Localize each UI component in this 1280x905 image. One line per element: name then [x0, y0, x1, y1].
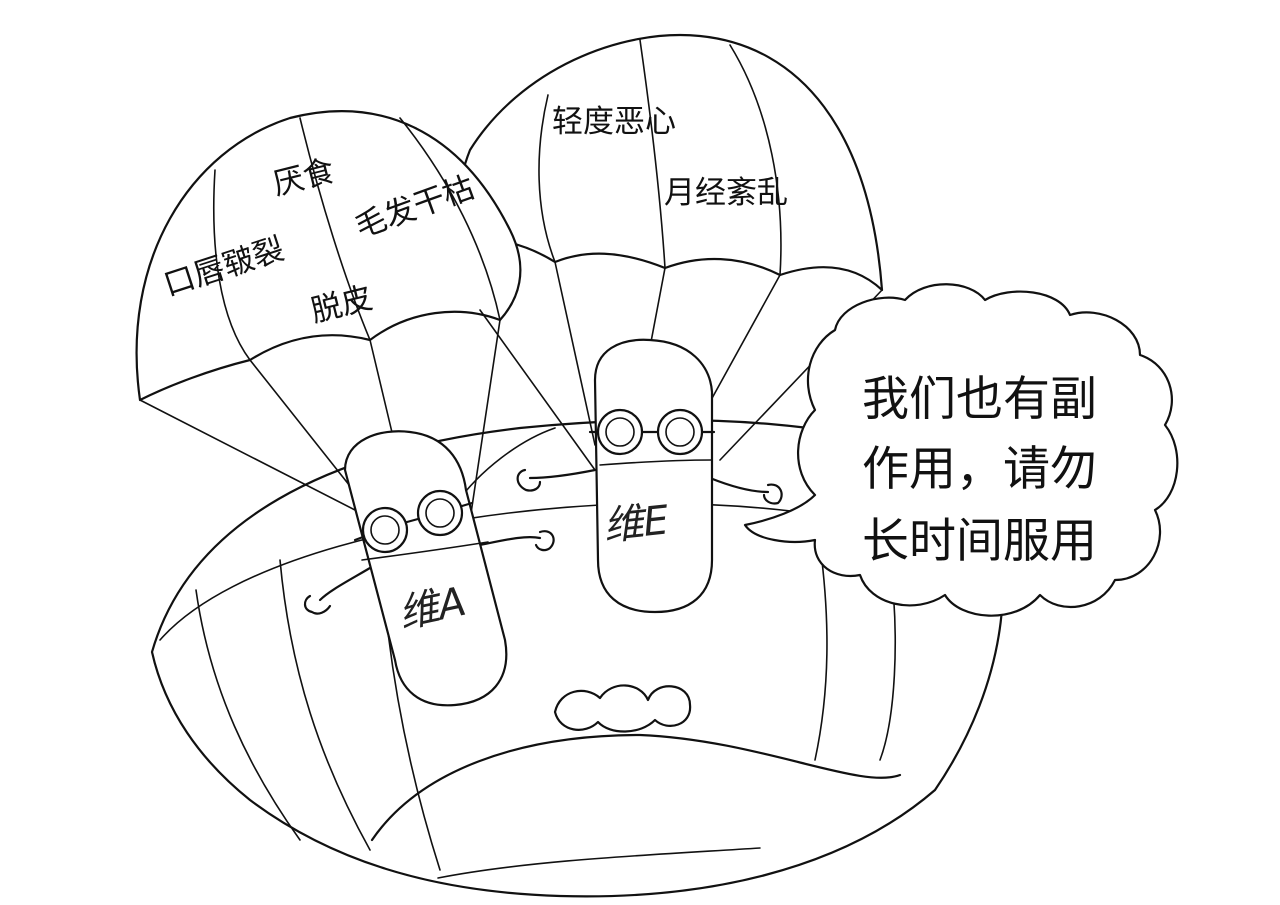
pill-character-vitamin-a: [303, 430, 555, 707]
bubble-line-2: 作用，请勿: [862, 442, 1097, 497]
speech-bubble: 我们也有副 作用，请勿 长时间服用: [743, 283, 1179, 617]
pill-character-vitamin-e: [516, 338, 783, 614]
right-parachute: [457, 34, 884, 461]
bubble-line-3: 长时间服用: [862, 514, 1097, 569]
vitamin-e-label: 维E: [601, 497, 671, 550]
canopy-label-irregular-menstruation: 月经紊乱: [664, 175, 788, 211]
balloon-globe: [150, 418, 1005, 898]
left-parachute: [135, 110, 596, 521]
bubble-line-1: 我们也有副: [862, 372, 1097, 427]
canopy-label-mild-nausea: 轻度恶心: [552, 104, 676, 140]
right-canopy-labels: 轻度恶心 月经紊乱: [552, 104, 788, 211]
